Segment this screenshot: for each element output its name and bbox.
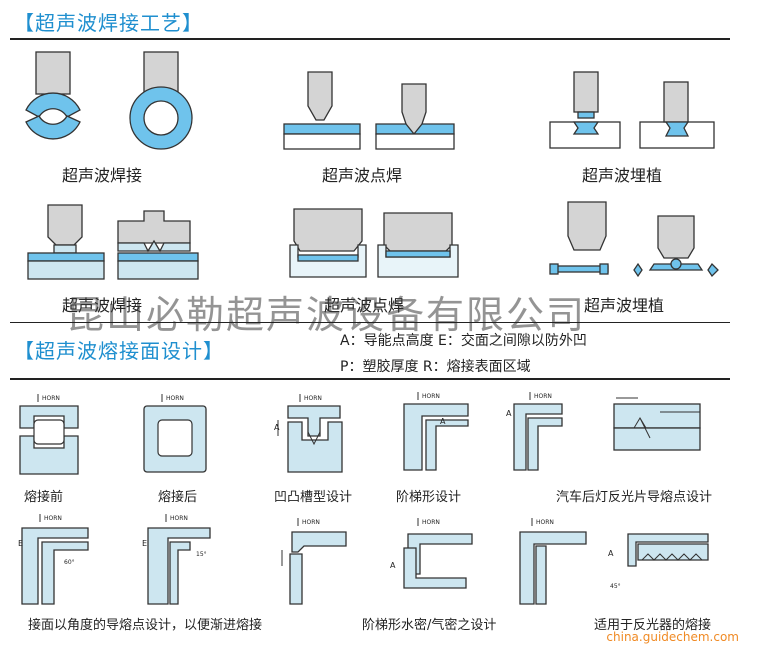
dim-label-a: A [274, 423, 280, 432]
joint-before-welding: HORN [19, 394, 79, 475]
horn-label: HORN [302, 519, 320, 526]
diagram-insert-embedding [549, 71, 715, 149]
dim-label-a: A [440, 417, 446, 426]
horn-label: HORN [536, 519, 554, 526]
section2-title: 【超声波熔接面设计】 [14, 339, 224, 363]
company-watermark: 昆山必勒超声波设备有限公司 [66, 293, 587, 337]
caption-spot-welding-2: 超声波点焊 [324, 296, 405, 315]
dim-label-angle45: 45° [610, 583, 621, 590]
horn-label: HORN [42, 395, 60, 402]
section2-top-divider [10, 322, 730, 323]
caption-step-watertight: 阶梯形水密/气密之设计 [362, 618, 497, 633]
legend-line-1: A：导能点高度 E：交面之间隙以防外凹 [340, 333, 587, 349]
section2-divider [10, 378, 730, 380]
dim-label-e: E [142, 539, 147, 548]
horn-label: HORN [422, 519, 440, 526]
joint-tongue-groove: HORN A [274, 394, 343, 473]
caption-insert-embedding: 超声波埋植 [582, 166, 663, 185]
caption-angled-energy-director: 接面以角度的导熔点设计，以便渐进熔接 [28, 618, 263, 633]
diagram-spot-welding-2 [289, 208, 459, 278]
caption-ultrasonic-welding: 超声波焊接 [62, 166, 143, 185]
legend-line-2: P：塑胶厚度 R：熔接表面区域 [340, 359, 531, 375]
diagram-shear-joint-welding [27, 204, 199, 280]
joint-angled-energy-director-2: HORN 15° E [142, 514, 211, 605]
horn-label: HORN [422, 393, 440, 400]
horn-label: HORN [534, 393, 552, 400]
site-watermark: china.guidechem.com [606, 630, 739, 644]
joint-after-welding: HORN [143, 394, 207, 473]
joint-step-watertight-2: HORN [519, 518, 587, 605]
horn-label: HORN [170, 515, 188, 522]
caption-before-welding: 熔接前 [24, 490, 64, 505]
joint-step-watertight: HORN A [390, 518, 473, 589]
caption-tongue-groove: 凹凸槽型设计 [274, 490, 353, 505]
joint-angled-energy-director-3: HORN [281, 518, 347, 605]
caption-insert-embedding-2: 超声波埋植 [584, 296, 665, 315]
horn-label: HORN [166, 395, 184, 402]
dim-label-angle60: 60° [64, 559, 75, 566]
caption-after-welding: 熔接后 [158, 490, 198, 505]
joint-reflector-welding: 45° A [608, 533, 709, 590]
dim-label-angle15: 15° [196, 551, 207, 558]
horn-label: HORN [44, 515, 62, 522]
caption-step-design: 阶梯形设计 [396, 490, 462, 505]
caption-reflector-welding: 适用于反光器的熔接 [594, 618, 712, 633]
dim-label-a: A [608, 549, 614, 558]
section1-divider [10, 38, 730, 40]
caption-car-reflector: 汽车后灯反光片导熔点设计 [556, 490, 713, 505]
joint-step-design-2: HORN A [506, 392, 563, 471]
joint-angled-energy-director-1: HORN 60° E [18, 514, 89, 605]
joint-reflector-energy-director [613, 397, 701, 451]
caption-ultrasonic-welding-2: 超声波焊接 [62, 296, 143, 315]
section1-title: 【超声波焊接工艺】 [14, 11, 203, 35]
diagram-insert-embedding-2 [549, 201, 719, 278]
diagram-spot-welding [283, 71, 455, 150]
caption-spot-welding: 超声波点焊 [322, 166, 403, 185]
dim-label-a: A [506, 409, 512, 418]
diagram-welding-split-ring [25, 51, 193, 150]
dim-label-a: A [390, 561, 396, 570]
horn-label: HORN [304, 395, 322, 402]
joint-step-design: HORN A [403, 392, 469, 471]
dim-label-e: E [18, 539, 23, 548]
